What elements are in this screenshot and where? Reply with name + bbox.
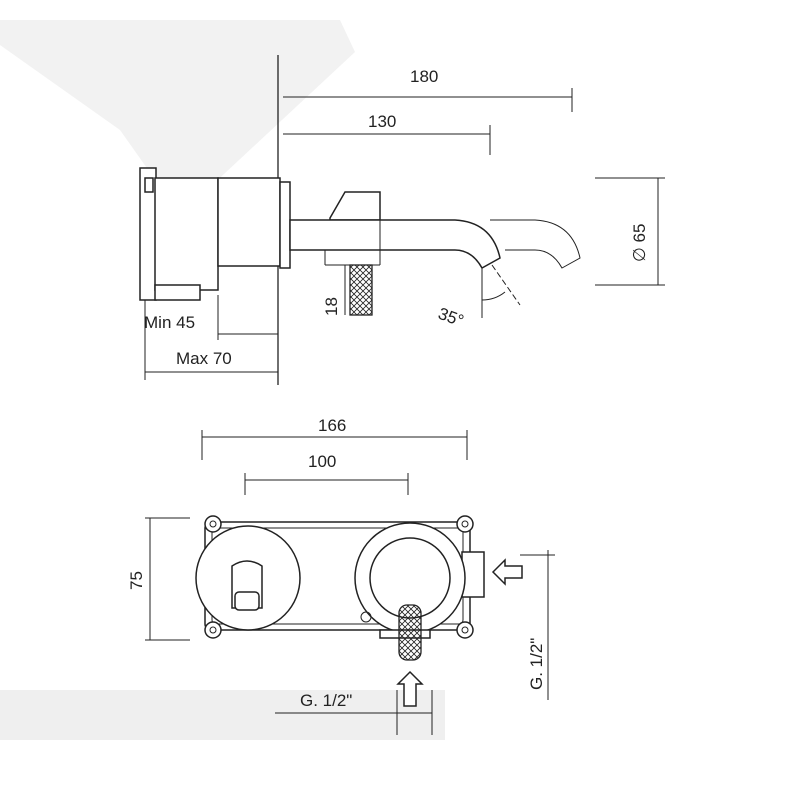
dim-diameter: ∅ 65: [630, 224, 649, 262]
bottom-inlet-arrow: [396, 670, 424, 707]
side-view: 180 130 18 35°: [139, 55, 665, 385]
side-inlet-label: G. 1/2": [527, 638, 546, 690]
dim-center-distance: 100: [308, 452, 336, 471]
knurled-handle: [349, 264, 373, 316]
side-inlet-arrow: [491, 558, 523, 586]
watermark-band: [0, 690, 445, 740]
dim-max-depth: Max 70: [176, 349, 232, 368]
dim-width: 166: [318, 416, 346, 435]
angle-line: [491, 264, 521, 306]
dim-spout-length: 130: [368, 112, 396, 131]
bottom-inlet-label: G. 1/2": [300, 691, 352, 710]
mixer-body: [139, 167, 291, 301]
knurled-handle-front: [398, 604, 422, 661]
spout-ghost: [490, 219, 581, 269]
dim-height: 75: [127, 571, 146, 590]
front-view: 166 100 75 G: [127, 416, 555, 735]
watermark-shape: [0, 20, 355, 215]
dim-total-length: 180: [410, 67, 438, 86]
dim-angle: 35°: [436, 304, 467, 331]
dim-min-depth: Min 45: [144, 313, 195, 332]
spout: [289, 219, 501, 270]
lever: [329, 191, 381, 221]
dim-handle: 18: [322, 297, 341, 316]
